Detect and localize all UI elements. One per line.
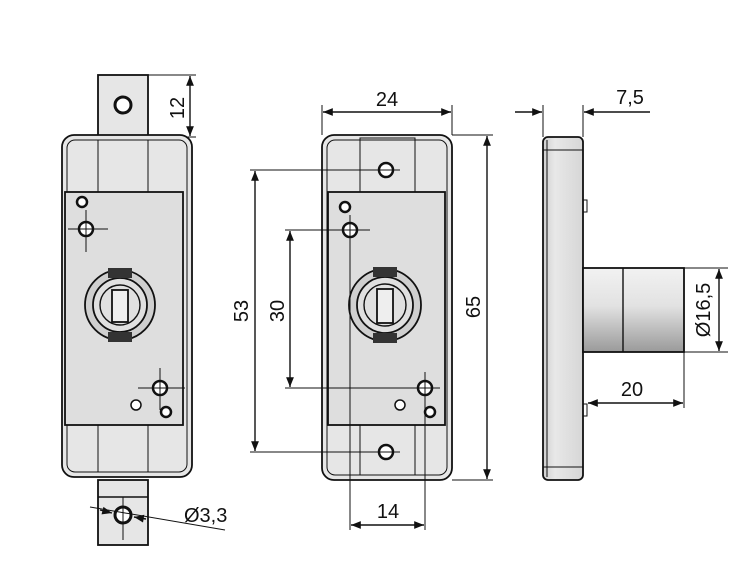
cylinder [582,267,685,353]
tab-hole [113,95,133,115]
center-front-view: 24 53 30 65 14 [231,89,493,530]
height-label: 65 [463,296,485,318]
tab-height-label: 12 [167,97,189,119]
left-front-view: Ø3,3 12 [61,74,227,546]
cam-lock-icon [84,268,156,342]
horizontal-spacing-label: 14 [377,501,399,523]
cylinder-length-label: 20 [621,379,643,401]
outer-spacing-label: 53 [231,300,253,322]
cylinder-diameter-label: Ø16,5 [693,283,715,337]
hole-diameter-label: Ø3,3 [184,505,227,527]
width-label: 24 [376,89,398,111]
depth-label: 7,5 [616,87,644,109]
inner-spacing-label: 30 [267,300,289,322]
side-plate [542,136,584,481]
side-view: 7,5 Ø16,5 20 [515,87,728,481]
cam-lock-icon [348,267,422,343]
